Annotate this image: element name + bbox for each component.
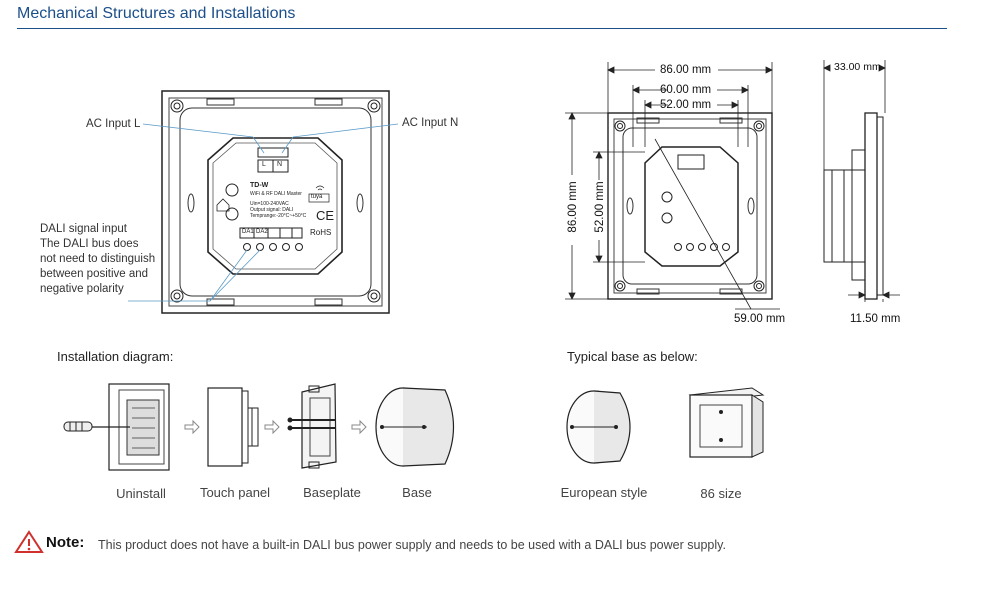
dim-width-outer: 86.00 mm (660, 64, 712, 76)
installation-heading: Installation diagram: (57, 349, 174, 364)
dali-signal-note: DALI signal input The DALI bus does not … (40, 223, 156, 295)
terminal-n: N (277, 161, 283, 168)
ac-input-n-label: AC Input N (402, 117, 459, 129)
title-divider (17, 28, 947, 29)
dim-bottom: 59.00 mm (734, 313, 786, 325)
warning-icon (14, 530, 44, 553)
ac-input-l-label: AC Input L (86, 118, 141, 130)
note-label: Note: (46, 534, 85, 551)
rohs-mark: RoHS (310, 228, 332, 237)
model-sub: WiFi & RF DALI Master (250, 191, 302, 197)
dali-terminal-1: DA1 (242, 229, 254, 235)
dali-terminal-2: DA2 (256, 229, 268, 235)
step-uninstall: Uninstall (116, 486, 166, 501)
ce-mark: CE (316, 208, 335, 223)
model-label: TD-W (250, 182, 269, 189)
dim-thickness: 11.50 mm (850, 313, 901, 325)
dim-width-inner: 52.00 mm (660, 99, 712, 111)
page-title: Mechanical Structures and Installations (17, 5, 296, 22)
note-text: This product does not have a built-in DA… (98, 538, 726, 552)
base-european-style: European style (560, 485, 648, 500)
step-baseplate: Baseplate (303, 485, 361, 500)
dim-width-mid: 60.00 mm (660, 84, 712, 96)
step-base: Base (402, 485, 432, 500)
step-touch-panel: Touch panel (199, 485, 271, 500)
dim-depth: 33.00 mm (834, 61, 881, 73)
terminal-l: L (262, 161, 266, 168)
bases-heading: Typical base as below: (567, 349, 698, 364)
spec-lines: Uin=100-240VAC Output signal: DALI Tempr… (250, 201, 307, 219)
base-86-size: 86 size (700, 486, 742, 501)
tuya-logo: tuya (311, 194, 323, 200)
